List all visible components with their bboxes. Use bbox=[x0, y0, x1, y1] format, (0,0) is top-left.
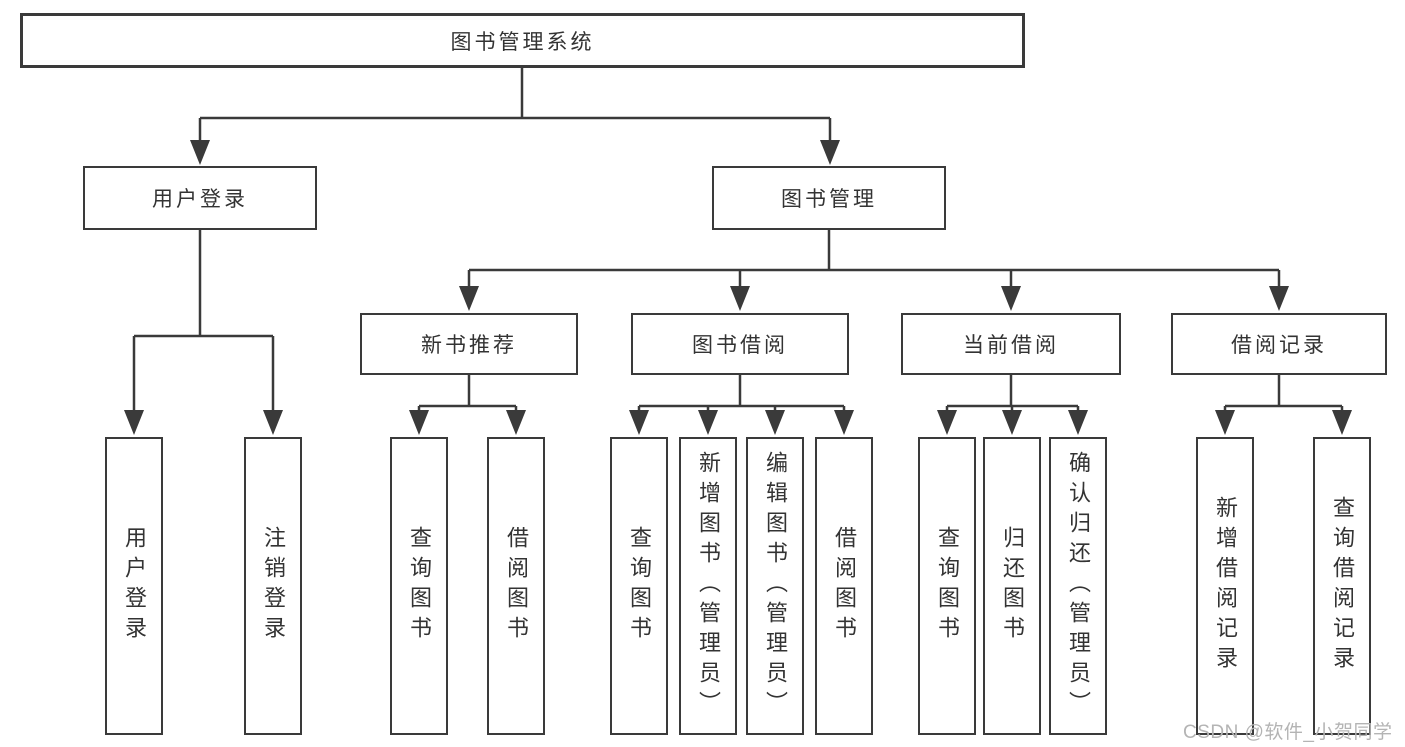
leaf-query-books-borrow: 查询图书 bbox=[610, 437, 668, 735]
node-borrow-records: 借阅记录 bbox=[1171, 313, 1387, 375]
leaf-query-borrow-record: 查询借阅记录 bbox=[1313, 437, 1371, 735]
node-borrow-records-label: 借阅记录 bbox=[1231, 334, 1327, 357]
node-new-book-recommend: 新书推荐 bbox=[360, 313, 578, 375]
leaf-add-book-admin: 新增图书（管理员） bbox=[679, 437, 737, 735]
node-new-book-recommend-label: 新书推荐 bbox=[421, 334, 517, 357]
leaf-return-books: 归还图书 bbox=[983, 437, 1041, 735]
node-user-login: 用户登录 bbox=[83, 166, 317, 230]
arrow-down-icon bbox=[937, 410, 957, 435]
leaf-logout-login-label: 注销登录 bbox=[261, 526, 286, 646]
leaf-add-book-admin-label: 新增图书（管理员） bbox=[696, 451, 721, 721]
arrowhead-icons bbox=[124, 140, 1352, 435]
arrow-down-icon bbox=[459, 286, 479, 311]
leaf-confirm-return-admin-label: 确认归还（管理员） bbox=[1066, 451, 1091, 721]
arrow-down-icon bbox=[1332, 410, 1352, 435]
csdn-watermark: CSDN @软件_小贺同学 bbox=[1183, 722, 1393, 743]
node-user-login-label: 用户登录 bbox=[152, 188, 248, 211]
arrow-down-icon bbox=[1215, 410, 1235, 435]
node-current-borrow-label: 当前借阅 bbox=[963, 334, 1059, 357]
leaf-query-books-recommend-label: 查询图书 bbox=[407, 526, 432, 646]
node-book-management-label: 图书管理 bbox=[781, 188, 877, 211]
arrow-down-icon bbox=[1001, 286, 1021, 311]
leaf-borrow-books-recommend-label: 借阅图书 bbox=[504, 526, 529, 646]
leaf-user-login-label: 用户登录 bbox=[122, 526, 147, 646]
arrow-down-icon bbox=[820, 140, 840, 165]
arrow-down-icon bbox=[629, 410, 649, 435]
node-current-borrow: 当前借阅 bbox=[901, 313, 1121, 375]
arrow-down-icon bbox=[834, 410, 854, 435]
arrow-down-icon bbox=[1002, 410, 1022, 435]
arrow-down-icon bbox=[124, 410, 144, 435]
leaf-edit-book-admin-label: 编辑图书（管理员） bbox=[763, 451, 788, 721]
leaf-edit-book-admin: 编辑图书（管理员） bbox=[746, 437, 804, 735]
arrow-down-icon bbox=[765, 410, 785, 435]
node-root-label: 图书管理系统 bbox=[450, 30, 595, 54]
leaf-borrow-books-recommend: 借阅图书 bbox=[487, 437, 545, 735]
arrow-down-icon bbox=[506, 410, 526, 435]
node-book-borrow: 图书借阅 bbox=[631, 313, 849, 375]
node-book-borrow-label: 图书借阅 bbox=[692, 334, 788, 357]
arrow-down-icon bbox=[1068, 410, 1088, 435]
leaf-query-books-recommend: 查询图书 bbox=[390, 437, 448, 735]
leaf-borrow-books-borrow: 借阅图书 bbox=[815, 437, 873, 735]
arrow-down-icon bbox=[730, 286, 750, 311]
leaf-query-books-current-label: 查询图书 bbox=[935, 526, 960, 646]
node-book-management: 图书管理 bbox=[712, 166, 946, 230]
leaf-add-borrow-record: 新增借阅记录 bbox=[1196, 437, 1254, 735]
arrow-down-icon bbox=[263, 410, 283, 435]
leaf-borrow-books-borrow-label: 借阅图书 bbox=[832, 526, 857, 646]
leaf-query-borrow-record-label: 查询借阅记录 bbox=[1330, 496, 1355, 676]
leaf-query-books-borrow-label: 查询图书 bbox=[627, 526, 652, 646]
arrow-down-icon bbox=[190, 140, 210, 165]
leaf-confirm-return-admin: 确认归还（管理员） bbox=[1049, 437, 1107, 735]
leaf-return-books-label: 归还图书 bbox=[1000, 526, 1025, 646]
arrow-down-icon bbox=[409, 410, 429, 435]
leaf-add-borrow-record-label: 新增借阅记录 bbox=[1213, 496, 1238, 676]
arrow-down-icon bbox=[698, 410, 718, 435]
leaf-user-login: 用户登录 bbox=[105, 437, 163, 735]
leaf-query-books-current: 查询图书 bbox=[918, 437, 976, 735]
node-root-system: 图书管理系统 bbox=[20, 13, 1025, 68]
arrow-down-icon bbox=[1269, 286, 1289, 311]
leaf-logout-login: 注销登录 bbox=[244, 437, 302, 735]
